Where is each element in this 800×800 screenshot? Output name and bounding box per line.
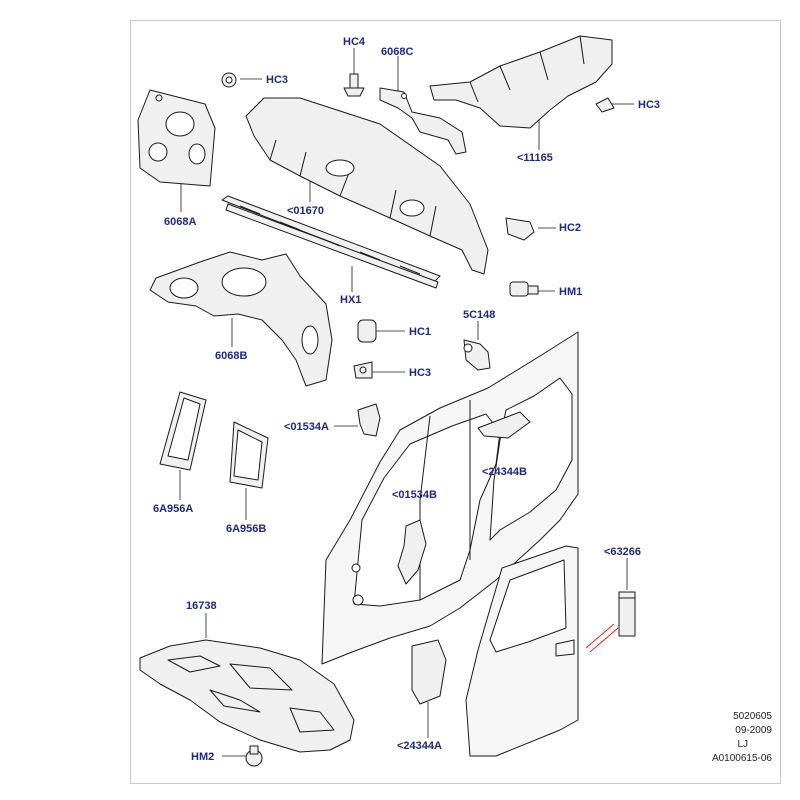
label-01534b: <01534B bbox=[392, 489, 437, 501]
label-6a956b: 6A956B bbox=[226, 523, 267, 535]
bracket-6068c bbox=[380, 88, 466, 154]
bracket-24344a bbox=[412, 640, 446, 704]
reinforcement-bar-hx1 bbox=[222, 196, 440, 288]
label-hc3-mid: HC3 bbox=[409, 367, 432, 379]
label-hc3-right: HC3 bbox=[638, 99, 661, 111]
heat-shield-11165 bbox=[430, 36, 612, 128]
label-24344b: <24344B bbox=[482, 466, 527, 478]
label-6a956a: 6A956A bbox=[153, 503, 194, 515]
panel-6068b bbox=[150, 252, 332, 386]
label-6068b: 6068B bbox=[215, 350, 248, 362]
clip-hc3-right bbox=[596, 98, 614, 112]
label-hc2: HC2 bbox=[559, 222, 582, 234]
reference-code: 5020605 bbox=[733, 711, 772, 722]
reference-initials: LJ bbox=[737, 739, 748, 750]
fastener-hm2 bbox=[246, 746, 262, 766]
bracket-01534a bbox=[358, 404, 380, 436]
label-hc3-top: HC3 bbox=[266, 74, 289, 86]
label-01670: <01670 bbox=[287, 205, 325, 217]
label-63266: <63266 bbox=[604, 546, 642, 558]
label-hm2: HM2 bbox=[191, 751, 215, 763]
clip-hc4 bbox=[344, 74, 364, 96]
bracket-24344b bbox=[478, 412, 530, 438]
label-24344a: <24344A bbox=[397, 740, 442, 752]
floor-panel-16738 bbox=[140, 640, 354, 752]
label-6068c: 6068C bbox=[381, 46, 414, 58]
label-01534a: <01534A bbox=[284, 421, 329, 433]
front-door bbox=[466, 546, 578, 756]
reference-date: 09-2009 bbox=[735, 725, 772, 736]
panel-6068a bbox=[138, 90, 215, 186]
label-11165: <11165 bbox=[517, 152, 553, 164]
red-pointer-line bbox=[585, 623, 619, 653]
clip-hc3-top bbox=[222, 73, 236, 87]
label-hm1: HM1 bbox=[559, 286, 583, 298]
label-6068a: 6068A bbox=[164, 216, 197, 228]
label-hx1: HX1 bbox=[340, 294, 362, 306]
pad-6a956a bbox=[160, 392, 206, 470]
clip-hc2 bbox=[506, 218, 534, 240]
label-hc1: HC1 bbox=[409, 326, 432, 338]
crossmember-01670 bbox=[246, 98, 488, 274]
clip-hc3-mid bbox=[354, 362, 372, 378]
bracket-5c148 bbox=[464, 340, 490, 370]
fastener-hm1 bbox=[510, 282, 538, 296]
reference-drawing-id: A0100615-06 bbox=[711, 753, 772, 764]
pad-63266 bbox=[619, 592, 635, 636]
pad-6a956b bbox=[230, 422, 268, 488]
label-5c148: 5C148 bbox=[463, 309, 496, 321]
bracket-01534b bbox=[398, 520, 426, 584]
label-16738: 16738 bbox=[186, 600, 217, 612]
clip-hc1 bbox=[358, 320, 376, 342]
label-hc4: HC4 bbox=[343, 36, 366, 48]
